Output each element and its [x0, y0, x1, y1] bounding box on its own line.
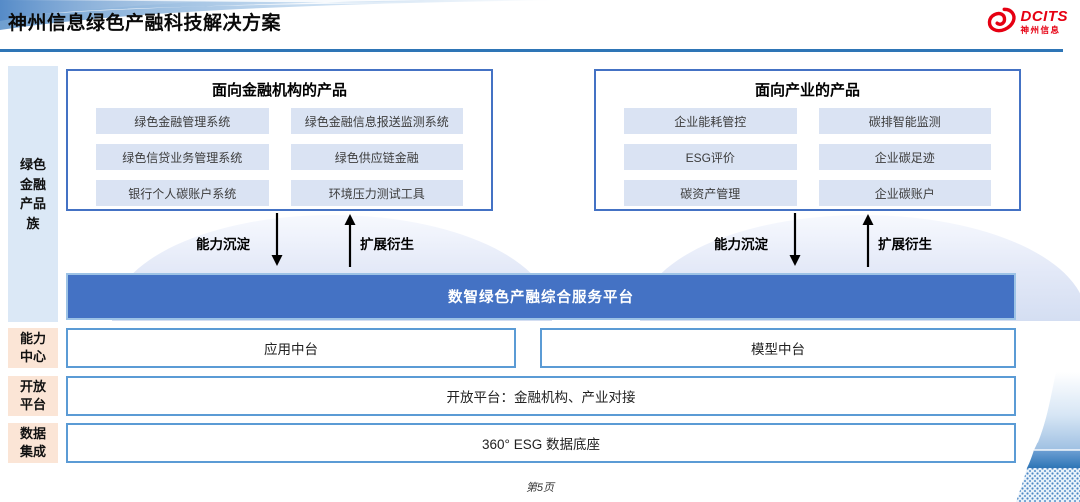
product-item: 绿色金融管理系统 — [96, 108, 269, 134]
product-item: 企业能耗管控 — [624, 108, 797, 134]
page-number: 第5页 — [525, 482, 555, 494]
product-box-industry: 面向产业的产品 企业能耗管控 碳排智能监测 ESG评价 企业碳足迹 碳资产管理 … — [594, 69, 1021, 211]
product-item: 企业碳足迹 — [818, 144, 991, 170]
company-logo: DCITS 神州信息 — [984, 7, 1069, 37]
product-item: 企业碳账户 — [818, 180, 991, 206]
model-middle-platform-box: 模型中台 — [540, 328, 1016, 368]
application-middle-platform-box: 应用中台 — [66, 328, 516, 368]
product-item: 绿色金融信息报送监测系统 — [290, 108, 463, 134]
rail-capability-center: 能力中心 — [8, 328, 58, 368]
logo-company-text: 神州信息 — [1020, 25, 1061, 36]
box-label: 360° ESG 数据底座 — [482, 437, 600, 452]
box-label: 模型中台 — [751, 342, 805, 357]
product-box-financial-institutions: 面向金融机构的产品 绿色金融管理系统 绿色金融信息报送监测系统 绿色信贷业务管理… — [66, 69, 493, 211]
arrow-up-icon — [344, 214, 356, 267]
open-platform-box: 开放平台：金融机构、产业对接 — [66, 376, 1016, 416]
arrow-down-icon — [789, 213, 801, 266]
header-divider — [0, 49, 1063, 52]
product-item: 碳资产管理 — [624, 180, 797, 206]
rail-data-integration: 数据集成 — [8, 423, 58, 463]
dcits-logo-icon — [987, 7, 1016, 33]
expand-derive-label: 扩展衍生 — [878, 237, 932, 252]
rail-label: 开放平台 — [19, 379, 46, 412]
expand-derive-label: 扩展衍生 — [360, 237, 414, 252]
product-item: ESG评价 — [624, 144, 797, 170]
product-grid: 绿色金融管理系统 绿色金融信息报送监测系统 绿色信贷业务管理系统 绿色供应链金融… — [68, 100, 491, 206]
box-label: 应用中台 — [264, 342, 318, 357]
rail-green-finance-product-family: 绿色金融产品族 — [8, 66, 58, 322]
logo-brand-text: DCITS — [1020, 8, 1068, 26]
capability-deposit-label: 能力沉淀 — [196, 237, 250, 252]
rail-open-platform: 开放平台 — [8, 376, 58, 416]
product-item: 绿色供应链金融 — [290, 144, 463, 170]
box-label: 开放平台：金融机构、产业对接 — [446, 390, 636, 405]
rail-label: 数据集成 — [19, 426, 46, 459]
product-item: 环境压力测试工具 — [290, 180, 463, 206]
product-box-title: 面向金融机构的产品 — [211, 82, 347, 99]
esg-data-base-box: 360° ESG 数据底座 — [66, 423, 1016, 463]
capability-deposit-label: 能力沉淀 — [714, 237, 768, 252]
rail-label: 能力中心 — [19, 331, 46, 364]
product-item: 银行个人碳账户系统 — [96, 180, 269, 206]
arrow-down-icon — [271, 213, 283, 266]
platform-bar-label: 数智绿色产融综合服务平台 — [448, 290, 634, 306]
rail-label: 绿色金融产品族 — [19, 157, 46, 231]
platform-bar: 数智绿色产融综合服务平台 — [66, 273, 1016, 320]
product-box-title: 面向产业的产品 — [754, 82, 860, 99]
product-grid: 企业能耗管控 碳排智能监测 ESG评价 企业碳足迹 碳资产管理 企业碳账户 — [596, 100, 1019, 206]
product-item: 碳排智能监测 — [818, 108, 991, 134]
product-item: 绿色信贷业务管理系统 — [96, 144, 269, 170]
arrow-up-icon — [862, 214, 874, 267]
page-title: 神州信息绿色产融科技解决方案 — [8, 13, 282, 34]
